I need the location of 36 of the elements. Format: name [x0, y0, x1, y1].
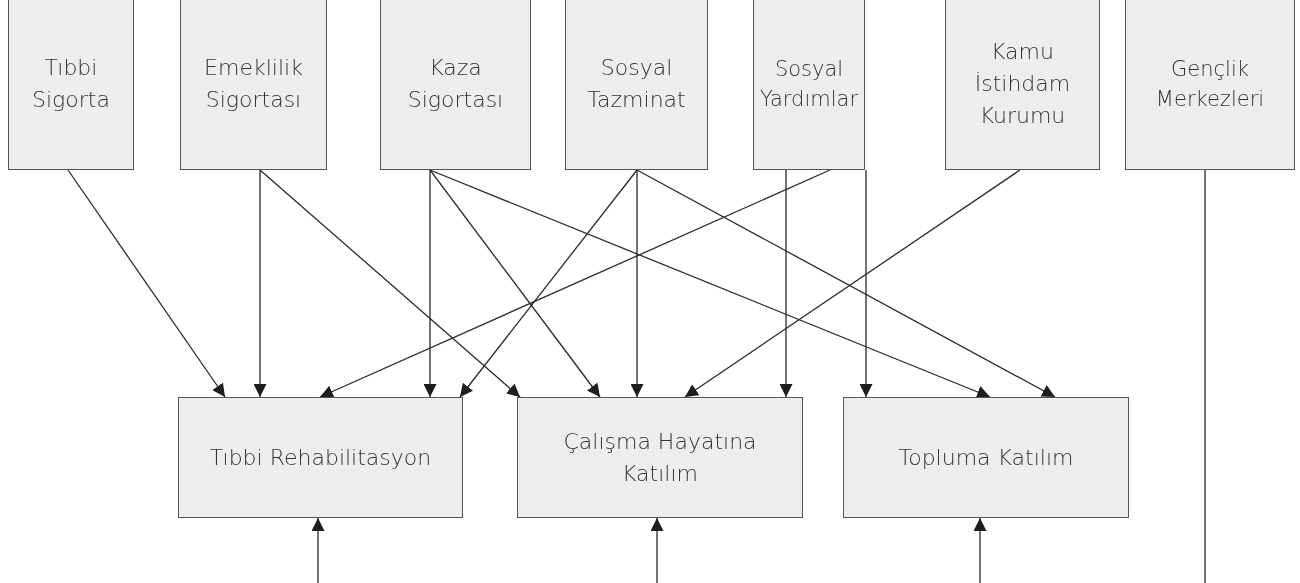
box-label: Gençlik Merkezleri: [1154, 55, 1266, 113]
arrow: [630, 169, 644, 398]
arrow: [636, 169, 1056, 398]
box-label: Sosyal Tazminat: [586, 54, 687, 114]
arrow: [859, 169, 873, 398]
arrow: [429, 169, 991, 399]
process-box: [517, 397, 803, 518]
process-box: [1125, 0, 1295, 170]
box-label: Kamu İstihdam Kurumu: [973, 38, 1072, 130]
box-label: Çalışma Hayatına Katılım: [562, 427, 758, 488]
box-label: Kaza Sigortası: [406, 54, 505, 114]
process-box: [8, 0, 134, 170]
arrow: [67, 169, 226, 398]
arrow: [650, 517, 664, 583]
process-box: [180, 0, 327, 170]
arrow: [429, 169, 601, 398]
arrow: [973, 517, 987, 583]
box-label: Tıbbi Rehabilitasyon: [209, 443, 432, 472]
box-label: Tıbbi Sigorta: [31, 54, 111, 114]
arrow: [319, 169, 831, 398]
process-box: [178, 397, 463, 518]
process-box: [843, 397, 1129, 518]
box-label: Topluma Katılım: [898, 443, 1074, 472]
process-box: [565, 0, 708, 170]
process-box: [380, 0, 531, 170]
process-box: [753, 0, 865, 170]
arrow: [311, 517, 325, 583]
process-box: [945, 0, 1100, 170]
box-label: Sosyal Yardımlar: [760, 55, 858, 113]
arrow: [253, 169, 267, 398]
arrow: [259, 169, 521, 398]
arrow: [423, 169, 437, 398]
box-label: Emeklilik Sigortası: [203, 54, 304, 114]
arrow: [459, 169, 638, 398]
arrow: [684, 169, 1021, 398]
arrow: [779, 169, 793, 398]
